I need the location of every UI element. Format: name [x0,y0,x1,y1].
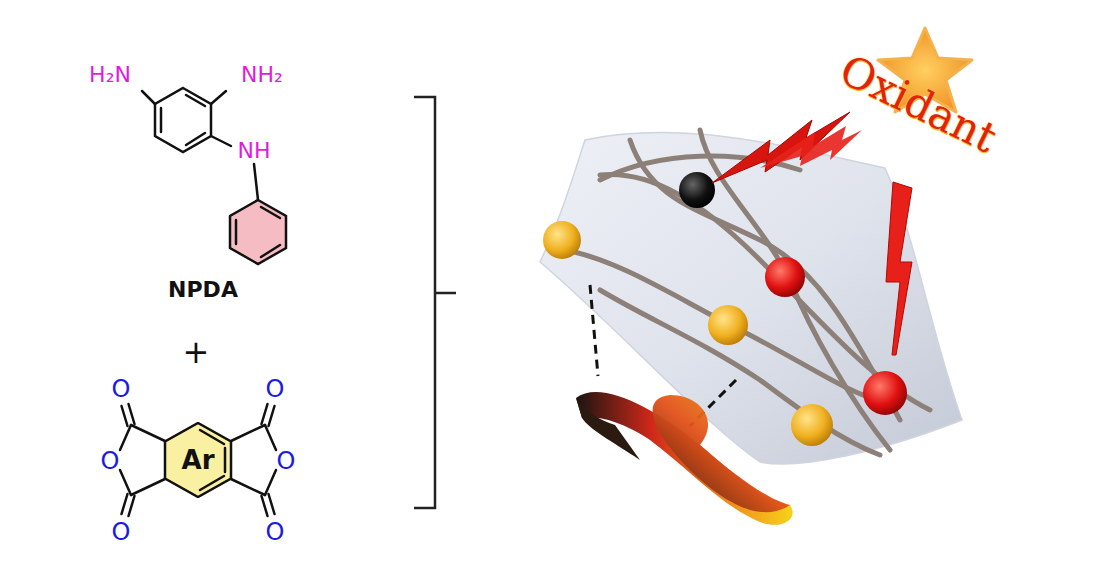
ring-label: Ar [182,447,215,473]
oxygen-atom: O [101,449,120,473]
aromatic-ring: Ar [160,422,236,498]
compound-name: NPDA [168,279,238,301]
amine-label: H₂N [89,64,131,86]
oxygen-atom: O [266,520,285,544]
amine-label: NH [238,140,271,162]
oxygen-atom: O [112,520,131,544]
amine-label: NH₂ [241,64,283,86]
oxygen-atom: O [266,377,285,401]
oxygen-atom: O [112,377,131,401]
plus-sign: + [183,336,210,368]
oxygen-atom: O [277,449,296,473]
